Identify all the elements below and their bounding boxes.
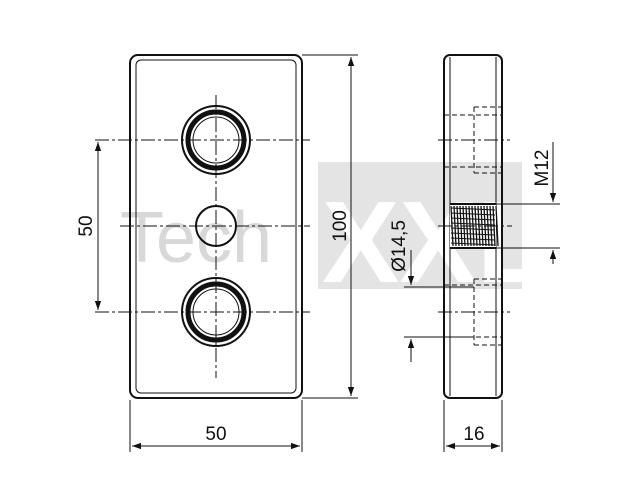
bottom-counterbore-inner xyxy=(192,288,240,336)
watermark-tech-text: Tech xyxy=(120,198,272,278)
watermark: Tech XXL xyxy=(120,162,548,307)
side-threaded-hole xyxy=(438,203,512,249)
dimension-counterbore-diameter: Ø14,5 xyxy=(389,220,474,362)
thread-crest-line xyxy=(450,237,496,241)
dimension-front-width: 50 xyxy=(129,400,303,452)
dimension-hole-pitch: 50 xyxy=(76,142,102,310)
bottom-counterbore-outer xyxy=(181,277,251,347)
side-top-counterbore-hidden xyxy=(438,106,510,174)
dimension-overall-height: 100 xyxy=(302,54,358,399)
dimension-side-thickness: 16 xyxy=(443,400,503,452)
dimension-thread-label: M12 xyxy=(532,150,553,187)
dimension-front-width-label: 50 xyxy=(205,424,226,445)
watermark-xxl-text: XXL xyxy=(322,177,548,307)
thread-crest-line xyxy=(450,242,496,246)
dimension-overall-height-label: 100 xyxy=(330,210,351,242)
middle-hole xyxy=(195,205,237,247)
top-counterbore-inner xyxy=(192,116,240,164)
thread-crest-line xyxy=(450,207,496,211)
thread-crest-line xyxy=(450,222,496,226)
thread-crest-line xyxy=(450,217,496,221)
thread-crest-line xyxy=(450,212,496,216)
top-counterbore-ring xyxy=(185,109,247,171)
dimension-counterbore-diameter-label: Ø14,5 xyxy=(389,220,410,272)
thread-crest-line xyxy=(450,227,496,231)
dimension-hole-pitch-label: 50 xyxy=(76,215,97,236)
front-view xyxy=(95,54,310,399)
front-plate-chamfer xyxy=(135,59,297,394)
top-counterbore-outer xyxy=(181,105,251,175)
side-view xyxy=(438,54,512,399)
bottom-counterbore-ring xyxy=(185,281,247,343)
thread-crest-line xyxy=(450,232,496,236)
dimension-side-thickness-label: 16 xyxy=(463,424,484,445)
dimension-thread: M12 xyxy=(496,142,560,264)
